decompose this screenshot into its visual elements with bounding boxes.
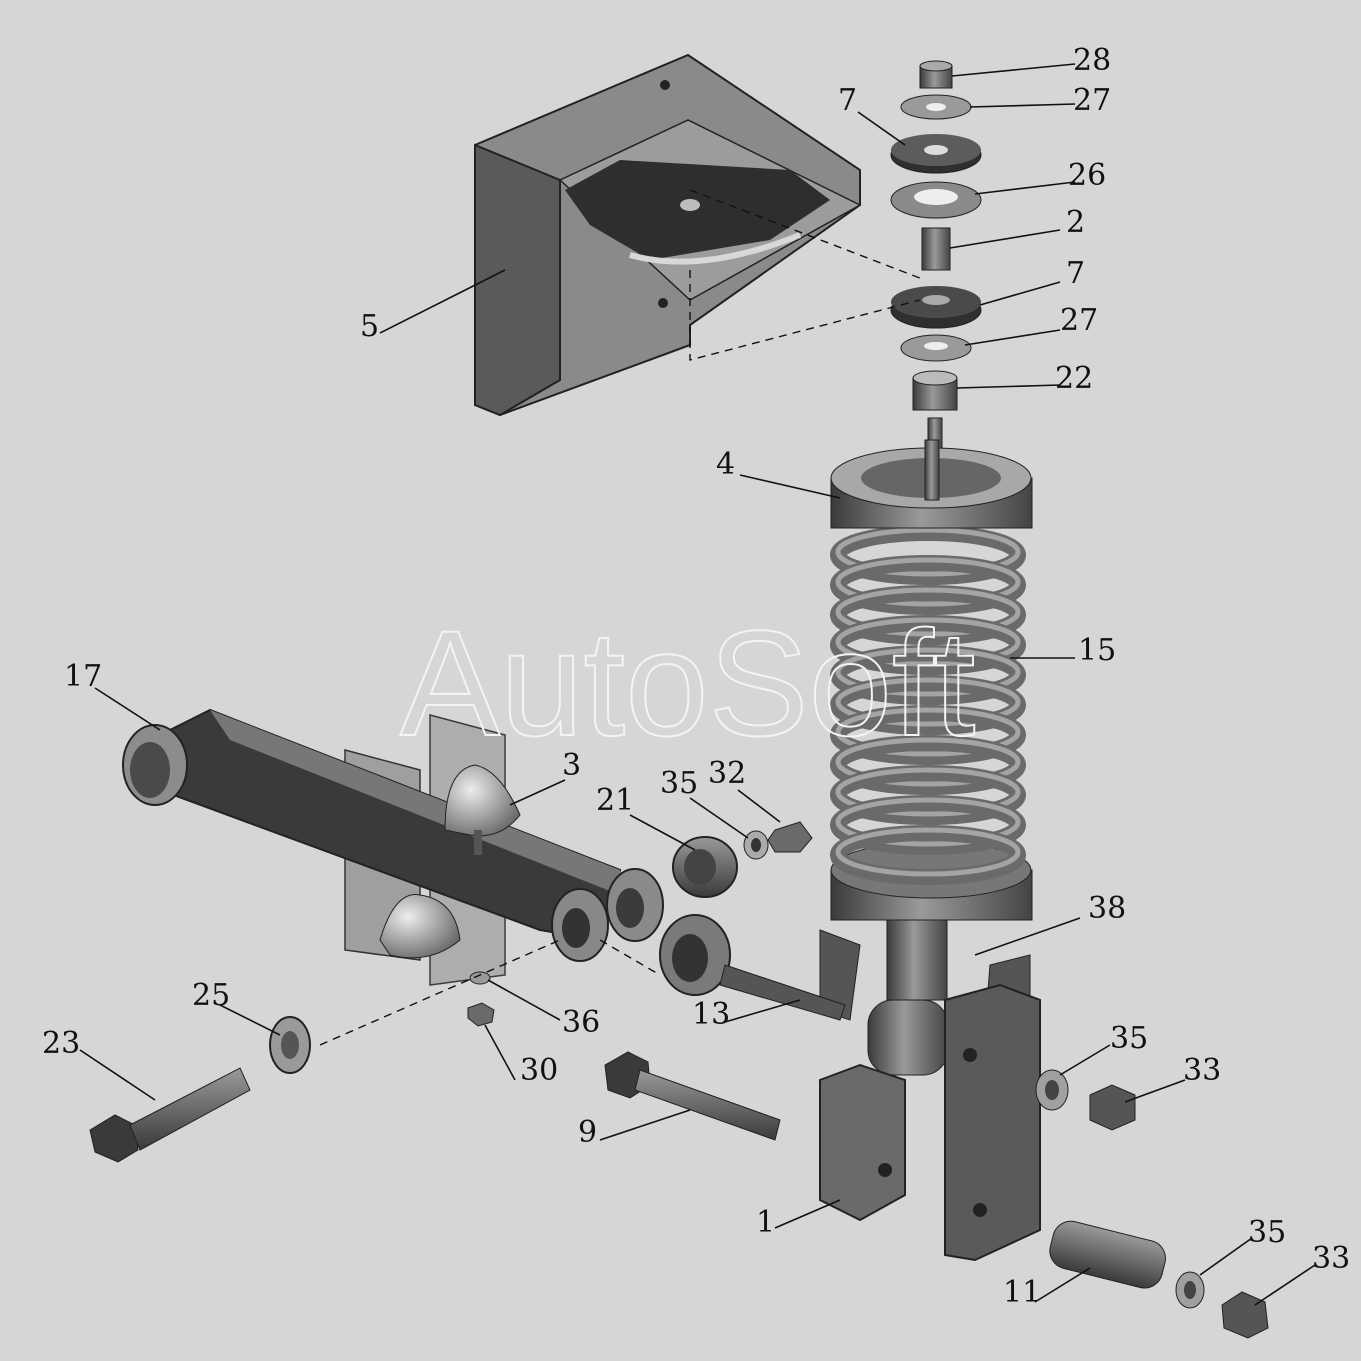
spring-coil-highlight xyxy=(835,557,1021,607)
callout-26: 26 xyxy=(1068,158,1106,193)
spring-coil-highlight xyxy=(835,827,1021,877)
spring-coil-highlight xyxy=(835,647,1021,697)
callout-33-right: 33 xyxy=(1183,1053,1221,1088)
callout-17: 17 xyxy=(64,659,102,694)
callout-21: 21 xyxy=(596,783,634,818)
callout-25: 25 xyxy=(192,978,230,1013)
spring-coil-highlight xyxy=(835,587,1021,637)
callout-9: 9 xyxy=(578,1115,597,1150)
callout-33-bottom: 33 xyxy=(1312,1241,1350,1276)
callout-36: 36 xyxy=(562,1005,600,1040)
callout-4: 4 xyxy=(716,447,735,482)
watermark-text: AutoSoft xyxy=(400,599,975,767)
right-fasteners xyxy=(1035,1069,1269,1339)
callout-2: 2 xyxy=(1066,205,1085,240)
callout-30: 30 xyxy=(520,1053,558,1088)
callout-35-right: 35 xyxy=(1110,1021,1148,1056)
callout-35-middle: 35 xyxy=(660,766,698,801)
spring-coil-highlight xyxy=(835,707,1021,757)
callout-28: 28 xyxy=(1073,43,1111,78)
callout-7-lower: 7 xyxy=(1066,256,1085,291)
assembly-path-line xyxy=(689,189,926,361)
bushing-group-right xyxy=(606,821,813,942)
bolt-9-group xyxy=(604,1051,781,1141)
spring-coil-highlight xyxy=(835,677,1021,727)
spring-coil-highlight xyxy=(835,527,1021,577)
spring-coil-highlight xyxy=(835,617,1021,667)
spring-coil-highlight xyxy=(835,767,1021,817)
coil-spring-assembly xyxy=(830,439,1033,1001)
bracket-part xyxy=(474,53,862,417)
bolt-23-group xyxy=(89,1016,311,1163)
callout-5: 5 xyxy=(360,309,379,344)
callout-32: 32 xyxy=(708,756,746,791)
spring-coil-highlight xyxy=(835,797,1021,847)
callout-27-lower: 27 xyxy=(1060,303,1098,338)
assembly-path-line xyxy=(319,939,661,1046)
callout-15: 15 xyxy=(1078,633,1116,668)
bump-stops xyxy=(379,764,521,959)
rod-end-part xyxy=(659,914,846,1021)
spring-coil-highlight xyxy=(835,737,1021,787)
callout-27-top: 27 xyxy=(1073,83,1111,118)
leader-lines xyxy=(79,63,1316,1306)
callout-1: 1 xyxy=(756,1205,775,1240)
callout-11: 11 xyxy=(1003,1275,1041,1310)
callout-7-top: 7 xyxy=(838,83,857,118)
callout-3: 3 xyxy=(562,748,581,783)
small-nuts xyxy=(467,971,495,1027)
callout-35-bottom: 35 xyxy=(1248,1215,1286,1250)
callout-38: 38 xyxy=(1088,891,1126,926)
lower-fork-part xyxy=(819,929,1041,1262)
callout-labels: 28 27 7 26 2 7 27 22 5 4 15 17 3 21 35 3… xyxy=(42,43,1350,1310)
callout-13: 13 xyxy=(692,997,730,1032)
callout-23: 23 xyxy=(42,1026,80,1061)
callout-22: 22 xyxy=(1055,361,1093,396)
